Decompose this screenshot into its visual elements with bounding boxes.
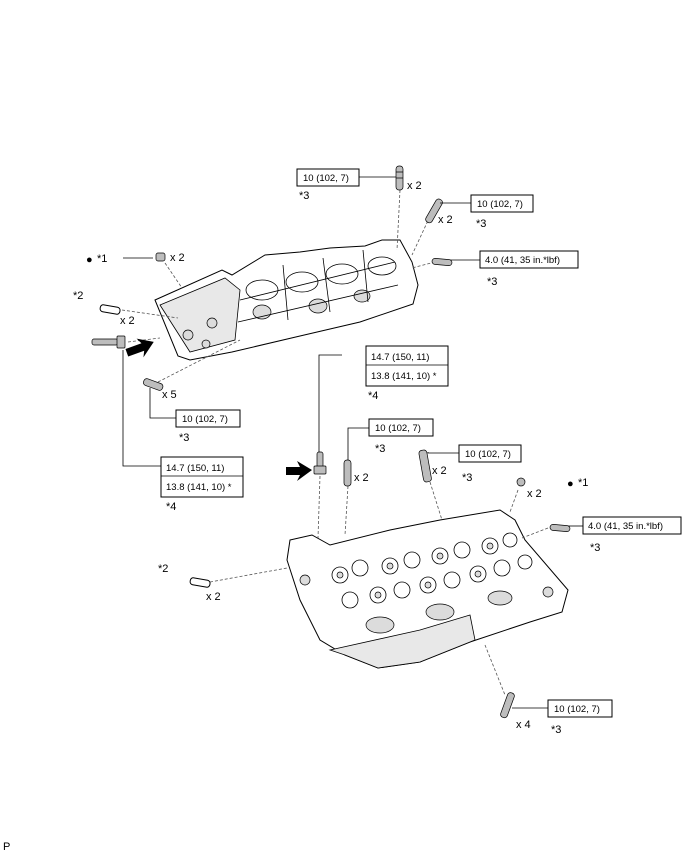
quantity-label: x 2 bbox=[120, 315, 135, 327]
lower-cylinder-head bbox=[286, 509, 569, 669]
quantity-label: x 2 bbox=[527, 488, 542, 500]
valve-spring-row bbox=[331, 532, 533, 609]
bullet-icon: ● bbox=[86, 254, 93, 266]
note-ref-label: *1 bbox=[578, 477, 588, 489]
torque-label: 10 (102, 7) bbox=[182, 414, 228, 425]
stud-bolt-side-upper-icon bbox=[431, 258, 453, 266]
torque-label: 10 (102, 7) bbox=[477, 199, 523, 210]
quantity-label: x 2 bbox=[407, 180, 422, 192]
quantity-label: x 2 bbox=[354, 472, 369, 484]
torque-label: 10 (102, 7) bbox=[303, 173, 349, 184]
upper-cylinder-head bbox=[154, 239, 419, 361]
bullet-icon: ● bbox=[567, 478, 574, 490]
note-ref-label: *3 bbox=[462, 472, 472, 484]
torque-label: 14.7 (150, 11) bbox=[166, 463, 224, 474]
filled-arrow-icon-lower bbox=[286, 461, 312, 481]
note-ref-label: *3 bbox=[590, 542, 600, 554]
torque-label: 10 (102, 7) bbox=[465, 449, 511, 460]
stud-bolt-lower-left-icon bbox=[343, 459, 352, 487]
filled-arrow-icon bbox=[125, 338, 154, 358]
torque-label: 4.0 (41, 35 in.*lbf) bbox=[485, 255, 560, 266]
quantity-label: x 2 bbox=[170, 252, 185, 264]
torque-label-alt: 13.8 (141, 10) * bbox=[371, 371, 437, 382]
note-ref-label: *1 bbox=[97, 253, 107, 265]
stud-bolt-side-lower-icon bbox=[549, 524, 571, 532]
torque-label: 14.7 (150, 11) bbox=[371, 352, 429, 363]
stud-bolt-angled-icon bbox=[425, 198, 443, 224]
plug-lower-icon bbox=[516, 477, 526, 487]
dowel-pin-upper-icon bbox=[99, 304, 121, 315]
leader-lines bbox=[122, 176, 583, 709]
bolt-upper-icon bbox=[91, 335, 126, 349]
note-ref-label: *3 bbox=[299, 190, 309, 202]
footer-code: P bbox=[3, 841, 10, 852]
note-ref-label: *3 bbox=[179, 432, 189, 444]
note-ref-label: *3 bbox=[375, 443, 385, 455]
note-ref-label: *4 bbox=[368, 390, 378, 402]
torque-label-alt: 13.8 (141, 10) * bbox=[166, 482, 232, 493]
quantity-label: x 4 bbox=[516, 719, 531, 731]
quantity-label: x 5 bbox=[162, 389, 177, 401]
torque-label: 4.0 (41, 35 in.*lbf) bbox=[588, 521, 663, 532]
note-ref-label: *2 bbox=[73, 290, 83, 302]
bolt-lower-icon bbox=[313, 451, 327, 475]
note-ref-label: *3 bbox=[487, 276, 497, 288]
note-ref-label: *2 bbox=[158, 563, 168, 575]
dowel-pin-lower-icon bbox=[189, 577, 211, 588]
quantity-label: x 2 bbox=[432, 465, 447, 477]
stud-bolt-x4-icon bbox=[500, 692, 515, 719]
stud-bolt-x5-icon bbox=[143, 378, 164, 391]
quantity-label: x 2 bbox=[206, 591, 221, 603]
note-ref-label: *3 bbox=[551, 724, 561, 736]
stud-bolt-top-icon bbox=[395, 165, 404, 191]
torque-label: 10 (102, 7) bbox=[375, 423, 421, 434]
plug-upper-icon bbox=[155, 252, 166, 262]
quantity-label: x 2 bbox=[438, 214, 453, 226]
torque-label: 10 (102, 7) bbox=[554, 704, 600, 715]
note-ref-label: *4 bbox=[166, 501, 176, 513]
stud-bolt-lower-angled-icon bbox=[418, 449, 432, 483]
note-ref-label: *3 bbox=[476, 218, 486, 230]
